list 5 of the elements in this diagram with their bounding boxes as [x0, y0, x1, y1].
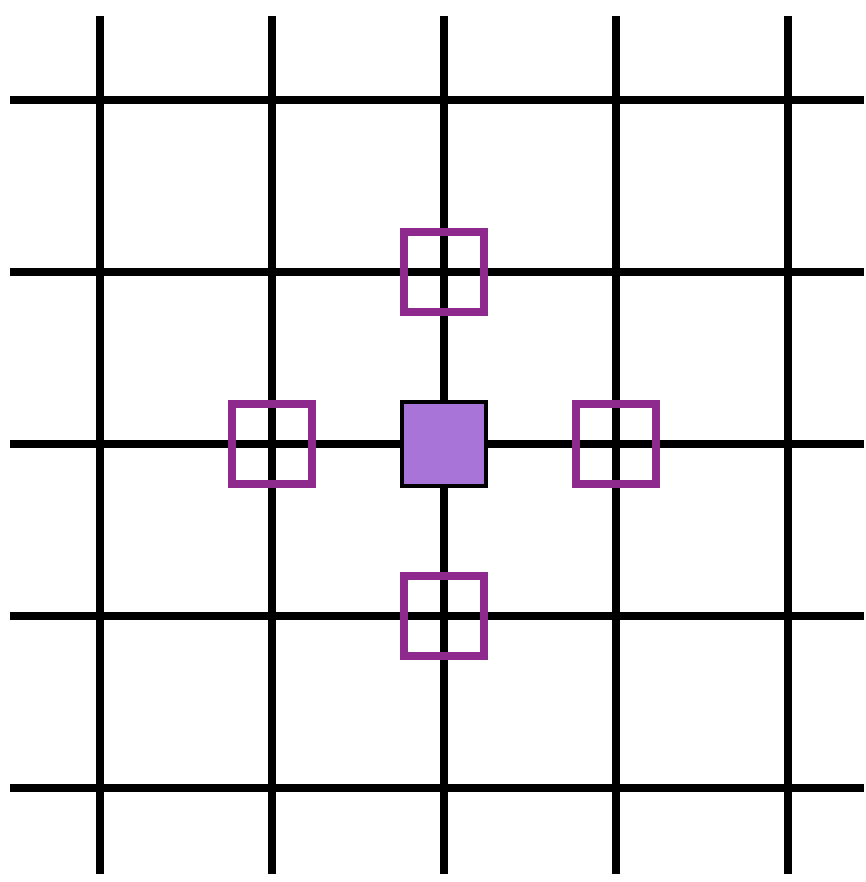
center-square — [400, 400, 488, 488]
neighbor-square — [400, 572, 488, 660]
neighbor-square — [228, 400, 316, 488]
neighbor-square — [572, 400, 660, 488]
neighbor-square — [400, 228, 488, 316]
